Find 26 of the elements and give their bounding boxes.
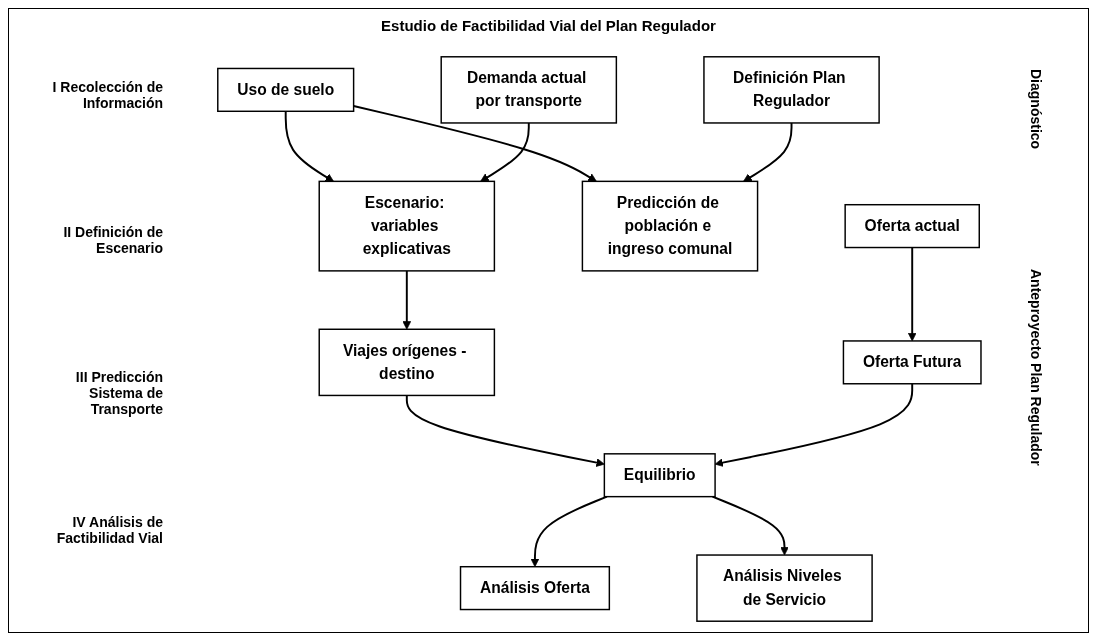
- arrow: [479, 122, 530, 182]
- node-box: Oferta actual: [844, 204, 980, 249]
- arrow: [714, 382, 913, 467]
- arrow: [530, 495, 608, 568]
- phase-label: Anteproyecto Plan Regulador: [1028, 269, 1044, 466]
- node-box: Análisis Oferta: [459, 566, 610, 611]
- phase-label: Diagnóstico: [1028, 69, 1044, 150]
- arrow: [711, 495, 789, 556]
- stage-label: I Recolección de Información: [51, 79, 163, 111]
- node-box: Oferta Futura: [842, 340, 982, 385]
- stage-label: III Predicción Sistema de Transporte: [74, 369, 163, 417]
- arrow: [742, 122, 793, 182]
- diagram-title: Estudio de Factibilidad Vial del Plan Regulador: [380, 17, 717, 34]
- stage-label: II Definición de Escenario: [62, 224, 163, 256]
- node-box: Demanda actual por transporte: [440, 56, 617, 124]
- arrow: [402, 269, 411, 330]
- arrow: [284, 110, 334, 182]
- node-box: Uso de suelo: [216, 67, 354, 113]
- node-box: Escenario: variables explicativas: [318, 180, 495, 272]
- arrow: [907, 246, 917, 342]
- node-box: Viajes orígenes - destino: [318, 328, 495, 397]
- node-box: Definición Plan Regulador: [702, 56, 880, 124]
- node-box: Predicción de población e ingreso comunal: [581, 180, 758, 272]
- node-box: Equilibrio: [603, 453, 716, 498]
- node-box: Análisis Niveles de Servicio: [695, 554, 873, 622]
- stage-label: IV Análisis de Factibilidad Vial: [55, 514, 163, 546]
